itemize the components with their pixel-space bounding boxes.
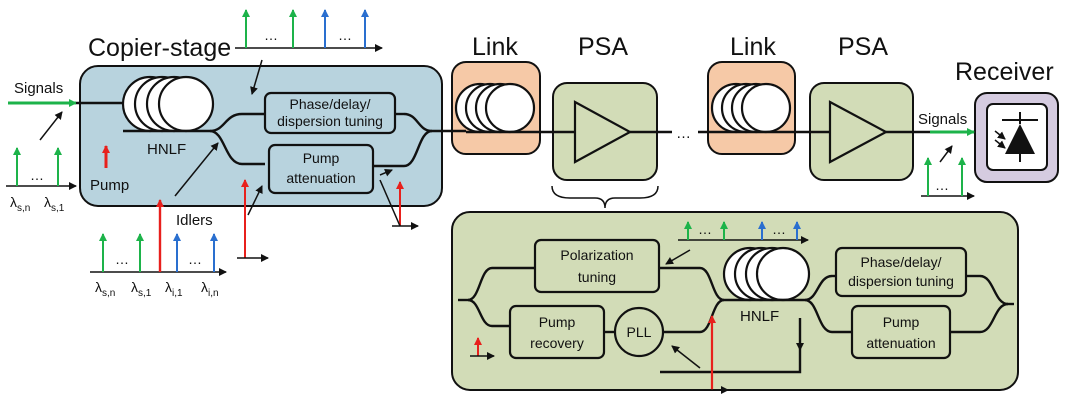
svg-text:…: … (935, 177, 949, 193)
svg-text:…: … (264, 27, 278, 43)
hnlf-label-psa: HNLF (740, 308, 779, 325)
hnlf-coil-copier (121, 75, 215, 133)
pump-att-label-1: Pump (303, 150, 340, 166)
link-coil-1 (454, 82, 536, 134)
signals-in-label: Signals (14, 80, 63, 97)
psa-title-2: PSA (838, 33, 888, 61)
pump-rec-label-2: recovery (530, 335, 584, 351)
idlers-label: Idlers (176, 212, 213, 229)
idler-spectrum: … … (90, 199, 227, 276)
svg-text:…: … (188, 251, 202, 267)
photodetector-icon (986, 103, 1048, 171)
psa-detail-brace (551, 185, 659, 209)
receiver-title: Receiver (955, 58, 1054, 86)
phase-tuning-label-1: Phase/delay/ (290, 96, 371, 112)
psa-title-1: PSA (578, 33, 628, 61)
copier-output-spectrum: … … (235, 9, 383, 52)
pump-attenuation-box-copier (267, 143, 375, 195)
svg-text:λs,n: λs,n (10, 194, 30, 214)
svg-text:λs,n: λs,n (95, 279, 115, 299)
svg-text:Pump: Pump (883, 314, 920, 330)
svg-text:…: … (698, 221, 712, 237)
svg-text:λs,1: λs,1 (44, 194, 65, 214)
output-signal-spectrum: … (921, 157, 975, 200)
hnlf-label-copier: HNLF (147, 141, 186, 158)
signals-in-pointer (39, 111, 63, 141)
svg-text:λi,1: λi,1 (165, 279, 183, 299)
link-ellipsis: … (676, 125, 691, 142)
pol-tuning-label-1: Polarization (560, 247, 633, 263)
hnlf-coil-psa (722, 246, 811, 302)
phase-tuning-box-psa (834, 246, 968, 298)
signals-out-label: Signals (918, 111, 967, 128)
psa-amplifier-2 (828, 100, 889, 164)
pol-tuning-label-2: tuning (578, 269, 616, 285)
input-spectrum-dots: … (30, 167, 44, 183)
input-signal-spectrum: … (6, 147, 77, 190)
pll-label: PLL (627, 324, 652, 340)
pump-att-label-2: attenuation (286, 170, 355, 186)
link-title-2: Link (730, 33, 776, 61)
pump-rec-label-1: Pump (539, 314, 576, 330)
svg-text:…: … (338, 27, 352, 43)
svg-text:dispersion tuning: dispersion tuning (848, 273, 954, 289)
link-title-1: Link (472, 33, 518, 61)
copier-stage-title: Copier-stage (88, 34, 231, 62)
svg-text:λi,n: λi,n (201, 279, 219, 299)
link-coil-2 (710, 82, 792, 134)
idler-lambda-labels: λs,n λs,1 λi,1 λi,n (95, 279, 219, 299)
polarization-tuning-box (533, 238, 661, 294)
phase-tuning-label-2: dispersion tuning (277, 113, 383, 129)
psa-amplifier-1 (573, 100, 633, 164)
psa-internal-spectrum: … … (678, 221, 809, 244)
svg-text:λs,1: λs,1 (131, 279, 152, 299)
pump-label: Pump (90, 177, 129, 194)
svg-text:…: … (115, 251, 129, 267)
svg-text:Phase/delay/: Phase/delay/ (861, 254, 942, 270)
input-lambda-labels: λs,n λs,1 (10, 194, 65, 214)
svg-text:…: … (772, 221, 786, 237)
svg-text:attenuation: attenuation (866, 335, 935, 351)
